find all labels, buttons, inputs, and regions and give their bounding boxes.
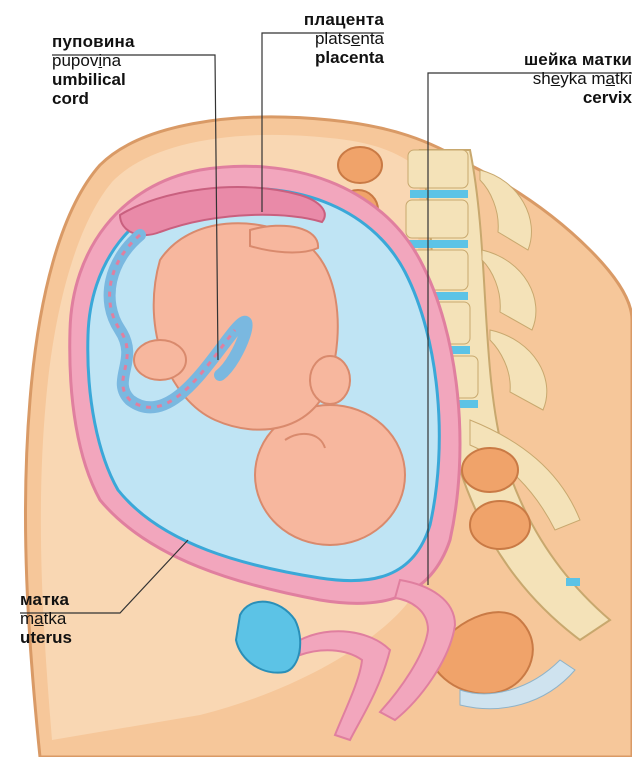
- label-umbilical-cord: пуповина pupovina umbilical cord: [52, 32, 135, 108]
- label-uterus: матка matka uterus: [20, 590, 72, 647]
- placenta-ru: плацента: [292, 10, 384, 29]
- placenta-en: placenta: [292, 48, 384, 67]
- uterus-en: uterus: [20, 628, 72, 647]
- umbilical-cord-translit: pupovina: [52, 51, 135, 70]
- umbilical-cord-en-2: cord: [52, 89, 135, 108]
- placenta-translit: platsenta: [292, 29, 384, 48]
- label-placenta: плацента platsenta placenta: [292, 10, 384, 67]
- cervix-translit: sheyka matki: [468, 69, 632, 88]
- cervix-en: cervix: [468, 88, 632, 107]
- umbilical-cord-ru: пуповина: [52, 32, 135, 51]
- uterus-ru: матка: [20, 590, 72, 609]
- umbilical-cord-en-1: umbilical: [52, 70, 135, 89]
- label-cervix: шейка матки sheyka matki cervix: [468, 50, 632, 107]
- uterus-translit: matka: [20, 609, 72, 628]
- cervix-ru: шейка матки: [468, 50, 632, 69]
